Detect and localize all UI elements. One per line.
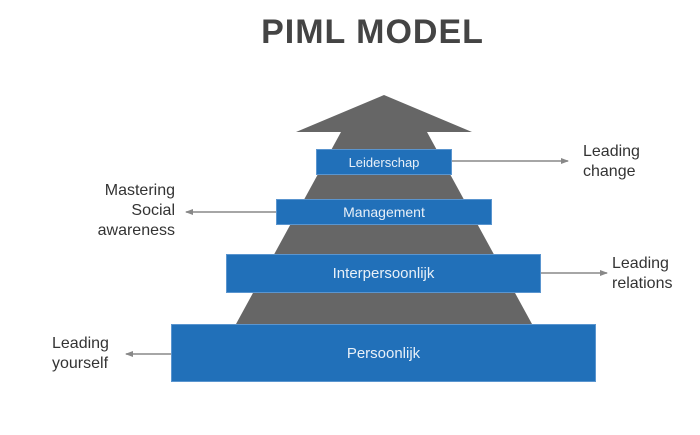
annotation-leading-change: Leading change bbox=[583, 143, 640, 180]
level-label: Interpersoonlijk bbox=[332, 265, 435, 282]
annotation-mastering-social-awareness: Mastering Social awareness bbox=[97, 182, 175, 239]
level-label: Management bbox=[343, 204, 425, 220]
level-persoonlijk: Persoonlijk bbox=[171, 324, 596, 382]
level-label: Persoonlijk bbox=[346, 344, 421, 362]
level-interpersoonlijk: Interpersoonlijk bbox=[226, 254, 541, 293]
annotation-leading-yourself: Leading yourself bbox=[52, 335, 109, 372]
level-management: Management bbox=[276, 199, 492, 225]
annotation-leading-relations: Leading relations bbox=[612, 255, 673, 292]
level-label: Leiderschap bbox=[348, 154, 420, 170]
level-leiderschap: Leiderschap bbox=[316, 149, 452, 175]
diagram-title: PIML MODEL bbox=[261, 13, 484, 51]
